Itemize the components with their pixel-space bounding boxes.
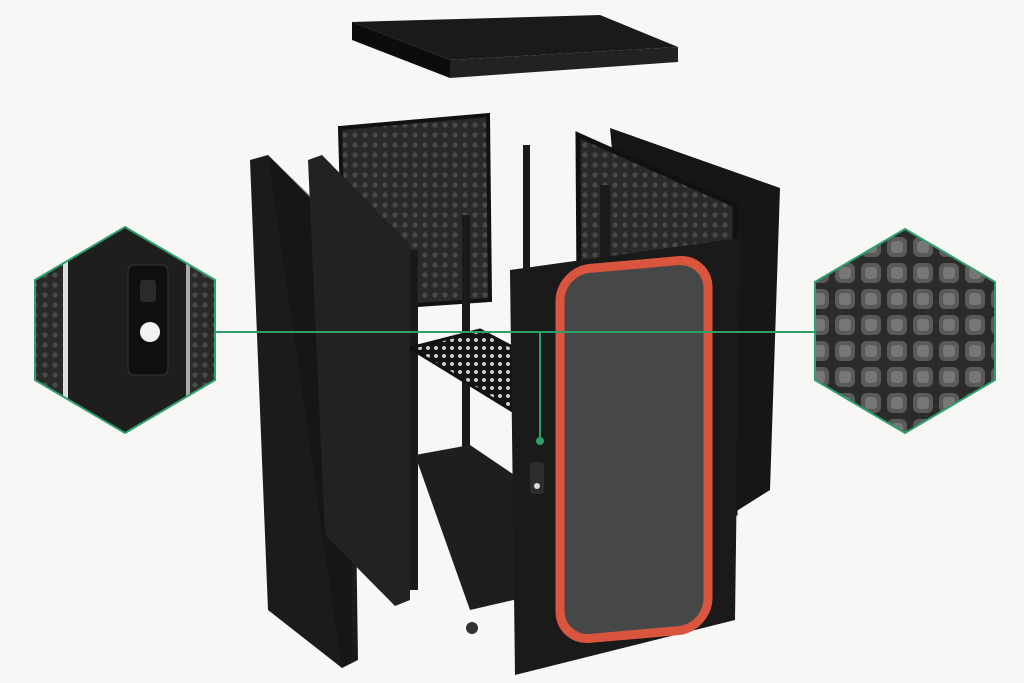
caster-icon [466, 622, 478, 634]
door-gasket [555, 256, 713, 644]
door-lock-detail-icon [34, 225, 216, 435]
callout-lines [215, 331, 815, 445]
door-handle[interactable] [530, 462, 544, 494]
foam-texture-detail-icon [814, 227, 996, 435]
top-cover [352, 15, 678, 78]
front-glass-door[interactable] [510, 238, 740, 675]
left-inner-side-panel [308, 155, 410, 606]
